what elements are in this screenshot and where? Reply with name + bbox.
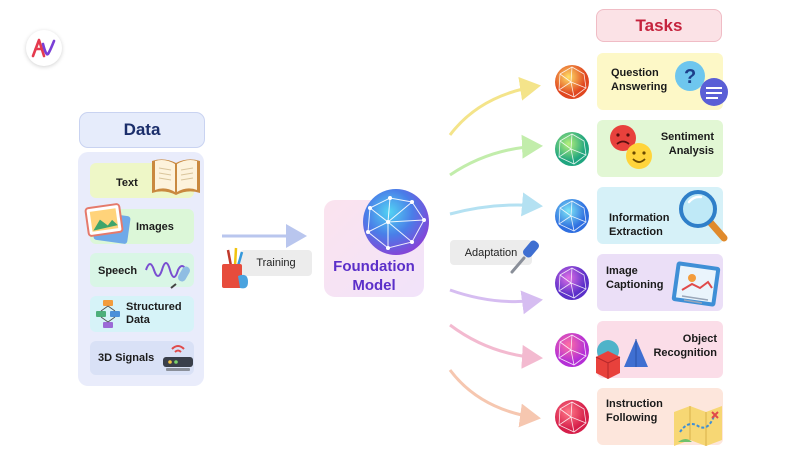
logo-mark-icon	[31, 38, 56, 58]
task-sphere-icon	[555, 65, 589, 99]
photos-icon	[84, 203, 131, 244]
book-icon	[152, 159, 200, 195]
adaptation-label: Adaptation	[450, 240, 532, 265]
sound-wave-mic-icon	[145, 262, 190, 289]
data-item-label: Structured Data	[126, 301, 182, 326]
task-label: Sentiment Analysis	[660, 131, 714, 157]
magnifying-glass-icon	[679, 190, 728, 242]
data-item-label: 3D Signals	[98, 352, 155, 364]
task-arrow-2	[449, 134, 543, 177]
data-item-label: Images	[136, 221, 174, 233]
foundation-model-label: Foundation Model	[324, 257, 424, 295]
tasks-header: Tasks	[596, 9, 722, 42]
task-arrow-1	[448, 76, 541, 136]
data-item-speech: Speech	[90, 253, 194, 287]
neural-network-globe-icon	[363, 189, 429, 255]
task-sphere-icon	[555, 400, 589, 434]
sensor-device-icon	[163, 345, 193, 371]
training-label: Training	[240, 250, 312, 276]
task-arrow-6	[448, 369, 541, 428]
screwdriver-icon	[510, 240, 539, 274]
task-sphere-icon	[555, 199, 589, 233]
data-item-label: Text	[116, 177, 138, 189]
task-label: Information Extraction	[609, 212, 670, 238]
question-chat-icon: ?	[675, 61, 728, 106]
task-arrow-5	[449, 323, 543, 369]
treasure-map-icon	[674, 406, 722, 446]
data-header: Data	[79, 112, 205, 148]
image-caption-icon	[671, 261, 721, 307]
task-arrow-3	[449, 192, 543, 217]
flowchart-icon	[96, 300, 120, 328]
foundation-model-line2: Model	[352, 277, 396, 294]
foundation-model-line1: Foundation	[333, 258, 415, 275]
task-sphere-icon	[555, 333, 589, 367]
task-arrow-4	[449, 288, 543, 315]
3d-shapes-icon	[595, 339, 648, 379]
task-sphere-icon	[555, 266, 589, 300]
paint-brushes-icon	[222, 247, 248, 289]
logo	[26, 30, 62, 66]
task-label: Question Answering	[611, 67, 668, 93]
task-label: Instruction Following	[606, 398, 663, 424]
svg-text:?: ?	[684, 66, 696, 88]
task-label: Object Recognition	[653, 333, 717, 359]
emoji-faces-icon	[610, 125, 652, 169]
data-item-label: Speech	[98, 265, 138, 277]
task-label: Image Captioning	[606, 265, 664, 291]
task-spheres	[555, 65, 589, 434]
task-sphere-icon	[555, 132, 589, 166]
